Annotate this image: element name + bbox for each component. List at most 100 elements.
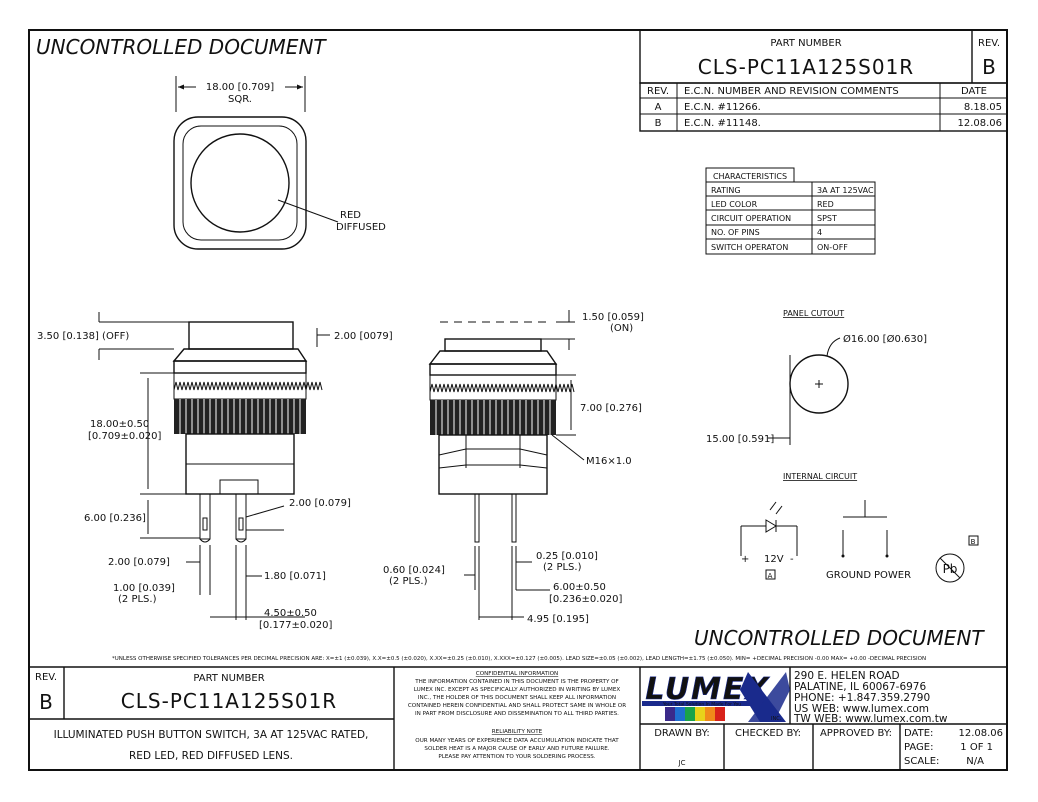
top-sqr-label: SQR. [228, 94, 252, 105]
date-value: 12.08.06 [958, 728, 1003, 739]
address-line: TW WEB: www.lumex.com.tw [793, 713, 948, 725]
logo-tagline: Your Total Solution In Made For You [662, 702, 741, 708]
char-value: 3A AT 125VAC [817, 186, 874, 195]
sheet-border [28, 29, 1008, 771]
knurl-ticks-top [173, 381, 323, 391]
char-value: ON-OFF [817, 243, 848, 252]
title-part-value: CLS-PC11A125S01R [121, 689, 337, 713]
body-height-dim-2: [0.709±0.020] [88, 431, 162, 442]
date-row-a: 8.18.05 [964, 102, 1002, 113]
checked-by-label: CHECKED BY: [735, 728, 801, 739]
watermark-bottom: UNCONTROLLED DOCUMENT [694, 626, 985, 650]
reliability-title: RELIABILITY NOTE [492, 729, 543, 735]
lead-spacing-dim-2: [0.236±0.020] [549, 594, 623, 605]
side-view-left: 3.50 [0.138] (OFF) 2.00 [0079] 18.00±0.5… [37, 312, 393, 631]
part-number-value: CLS-PC11A125S01R [698, 55, 914, 79]
title-rev-label: REV. [35, 672, 57, 683]
page-value: 1 OF 1 [960, 742, 993, 753]
part-number-label: PART NUMBER [770, 38, 841, 49]
title-part-label: PART NUMBER [193, 673, 264, 684]
title-rev-value: B [39, 690, 53, 714]
panel-cutout-title: PANEL CUTOUT [783, 309, 844, 318]
thread-callout: M16×1.0 [586, 456, 632, 467]
characteristics-table: CHARACTERISTICS RATING 3A AT 125VAC LED … [705, 167, 876, 255]
char-value: 4 [817, 228, 822, 237]
confidential-line: INC., THE HOLDER OF THIS DOCUMENT SHALL … [418, 695, 616, 701]
date-col-header: DATE [961, 86, 987, 97]
cap-step-dim: 2.00 [0079] [334, 331, 393, 342]
circuit-ground: GROUND [826, 570, 871, 581]
reliability-line: OUR MANY YEARS OF EXPERIENCE DATA ACCUMU… [415, 738, 619, 744]
tolerance-note: *UNLESS OTHERWISE SPECIFIED TOLERANCES P… [112, 656, 926, 662]
internal-circuit-title: INTERNAL CIRCUIT [783, 472, 857, 481]
char-value: SPST [817, 214, 837, 223]
rev-col-header: REV. [647, 86, 669, 97]
confidential-title: CONFIDENTIAL INFORMATION [476, 671, 558, 677]
thread-len-dim: 7.00 [0.276] [580, 403, 642, 414]
scale-label: SCALE: [904, 756, 939, 767]
ecn-row-b: E.C.N. #11148. [684, 118, 761, 129]
pin-width-dim-1: 1.00 [0.039] [113, 583, 175, 594]
lead-thick-dim-1: 0.25 [0.010] [536, 551, 598, 562]
thread-band [430, 400, 556, 435]
page-label: PAGE: [904, 742, 934, 753]
on-height-dim-2: (ON) [610, 323, 633, 334]
circuit-voltage: 12V [764, 554, 784, 565]
internal-circuit: INTERNAL CIRCUIT + 12V - A GROUND POWER … [740, 472, 979, 583]
drawn-by-label: DRAWN BY: [654, 728, 710, 739]
char-key: LED COLOR [711, 200, 758, 209]
pin-total-dim-1: 4.50±0.50 [264, 608, 317, 619]
off-height-dim: 3.50 [0.138] (OFF) [37, 331, 129, 342]
address-line: PHONE: +1.847.359.2790 [794, 692, 930, 704]
drawn-by-value: JC [678, 759, 686, 767]
lens-label-2: DIFFUSED [336, 222, 386, 233]
panel-dia-dim: Ø16.00 [Ø0.630] [843, 333, 927, 345]
address-line: US WEB: www.lumex.com [794, 703, 929, 715]
description-line-2: RED LED, RED DIFFUSED LENS. [129, 750, 293, 762]
top-width-dim: 18.00 [0.709] [206, 82, 274, 93]
panel-flat-dim: 15.00 [0.591] [706, 434, 774, 445]
lead-free-text: Pb [943, 562, 958, 576]
circuit-plus: + [741, 554, 749, 565]
address-line: 290 E. HELEN ROAD [794, 670, 900, 682]
confidential-notice: CONFIDENTIAL INFORMATION THE INFORMATION… [408, 671, 626, 760]
confidential-line: THE INFORMATION CONTAINED IN THIS DOCUME… [414, 679, 619, 685]
confidential-line: CONTAINED HEREIN CONFIDENTIAL AND SHALL … [408, 703, 626, 709]
pin-width-dim-2: (2 PLS.) [118, 594, 157, 605]
lead-thick-dim-2: (2 PLS.) [543, 562, 582, 573]
header-block: PART NUMBER CLS-PC11A125S01R REV. B [639, 29, 1008, 84]
lumex-logo: LUMEX Your Total Solution In Made For Yo… [642, 672, 790, 722]
address-block: 290 E. HELEN ROAD PALATINE, IL 60067-697… [793, 670, 948, 725]
lead-spacing-dim-1: 6.00±0.50 [553, 582, 606, 593]
characteristics-title: CHARACTERISTICS [713, 172, 787, 181]
confidential-line: IN PART FROM DISCLOSURE AND DISSEMINATIO… [415, 711, 619, 717]
circuit-minus: - [790, 554, 794, 565]
lens-label-1: RED [340, 210, 361, 221]
char-key: SWITCH OPERATON [711, 243, 788, 252]
date-label: DATE: [904, 728, 933, 739]
pin-top-dim: 2.00 [0.079] [289, 498, 351, 509]
pin-spacing-dim: 1.80 [0.071] [264, 571, 326, 582]
lead-total-dim: 4.95 [0.195] [527, 614, 589, 625]
ecn-col-header: E.C.N. NUMBER AND REVISION COMMENTS [684, 86, 899, 97]
char-key: NO. OF PINS [711, 228, 760, 237]
rev-value: B [982, 55, 996, 79]
scale-value: N/A [966, 756, 984, 767]
lead-width-dim-2: (2 PLS.) [389, 576, 428, 587]
pin-total-dim-2: [0.177±0.020] [259, 620, 333, 631]
address-line: PALATINE, IL 60067-6976 [794, 681, 926, 693]
on-height-dim-1: 1.50 [0.059] [582, 312, 644, 323]
revision-table: REV. E.C.N. NUMBER AND REVISION COMMENTS… [639, 82, 1008, 132]
body-height-dim-1: 18.00±0.50 [90, 419, 149, 430]
logo-inc: INC. [771, 716, 782, 722]
title-block: REV. B PART NUMBER CLS-PC11A125S01R ILLU… [29, 666, 1007, 770]
char-key: RATING [711, 186, 741, 195]
pin-gap-dim: 2.00 [0.079] [108, 557, 170, 568]
circuit-a-mark: A [768, 572, 773, 580]
lead-width-dim-1: 0.60 [0.024] [383, 565, 445, 576]
side-view-right: 1.50 [0.059] (ON) 7.00 [0.276] M16×1.0 0… [383, 310, 644, 625]
rev-label: REV. [978, 38, 1000, 49]
top-view: 18.00 [0.709] SQR. RED DIFFUSED [173, 76, 386, 250]
char-key: CIRCUIT OPERATION [711, 214, 791, 223]
